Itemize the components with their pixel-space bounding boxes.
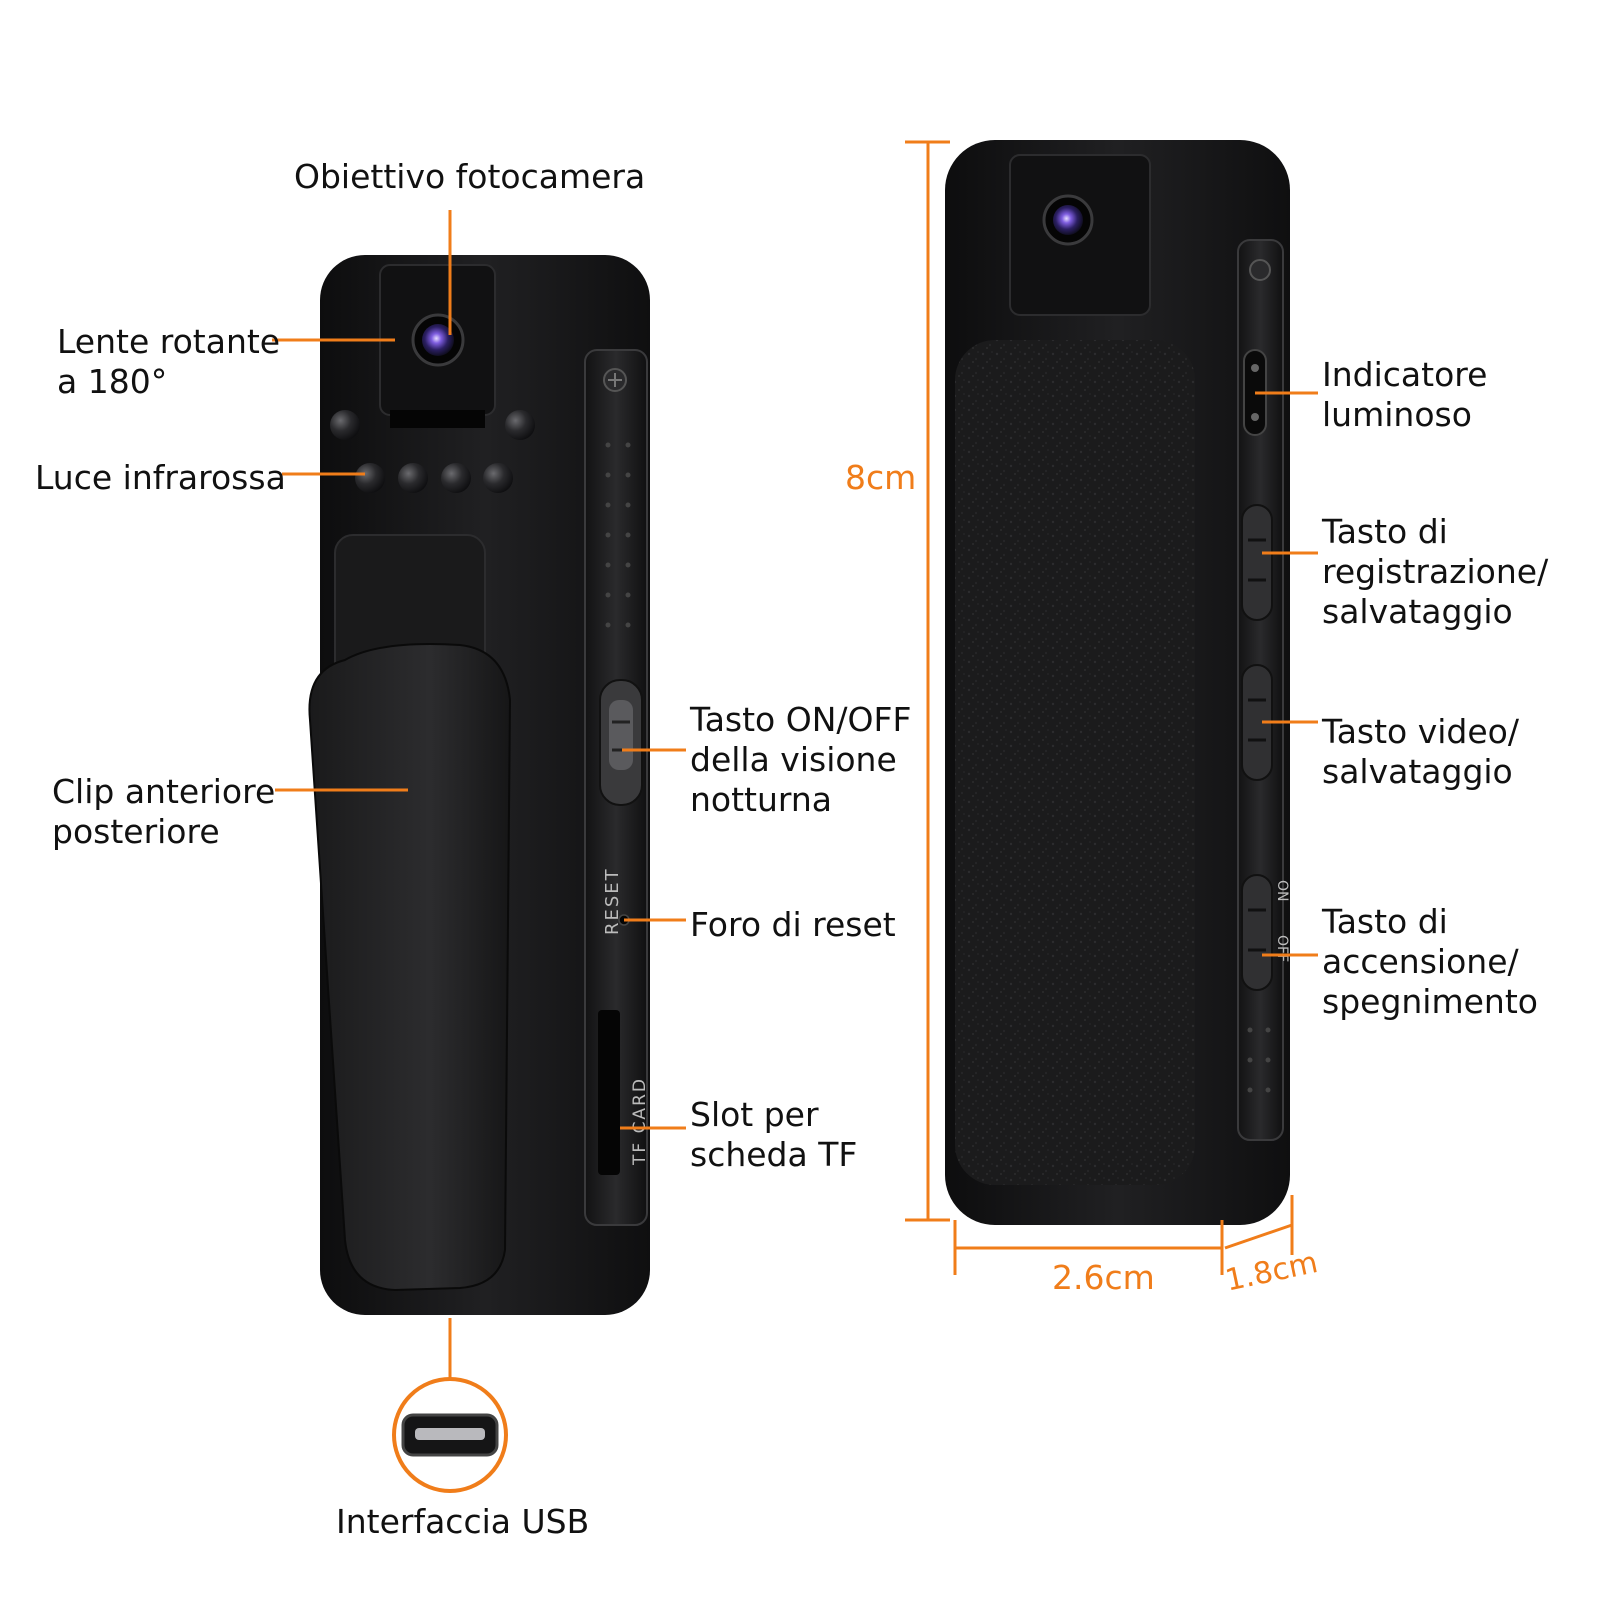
speaker-holes — [605, 442, 631, 628]
clip-body — [308, 643, 512, 1292]
height-dimension-ticks — [905, 140, 950, 1222]
label-clip: Clip anteriore posteriore — [52, 772, 276, 851]
record-button — [1241, 504, 1273, 621]
front-device — [308, 255, 650, 1315]
reset-marking: RESET — [602, 867, 623, 935]
tf-card-slot — [598, 1010, 620, 1175]
label-video-button: Tasto video/ salvataggio — [1322, 712, 1519, 791]
label-camera-lens: Obiettivo fotocamera — [294, 157, 646, 196]
width-dimension-ticks — [953, 1220, 1224, 1275]
label-tf-slot: Slot per scheda TF — [690, 1095, 858, 1174]
power-button — [1241, 874, 1273, 991]
label-indicator-light: Indicatore luminoso — [1322, 355, 1488, 434]
leather-back-panel — [955, 340, 1195, 1185]
back-screw-icon — [1249, 259, 1271, 281]
tf-card-marking: TF CARD — [630, 1077, 650, 1166]
front-camera-lens-icon — [422, 324, 454, 356]
off-marking: OFF — [1274, 935, 1290, 962]
dimension-width: 2.6cm — [1052, 1258, 1155, 1297]
label-rotating-lens: Lente rotante a 180° — [57, 322, 281, 401]
label-record-button: Tasto di registrazione/ salvataggio — [1322, 512, 1549, 631]
dimension-lines — [905, 140, 1294, 1275]
leader-lines — [272, 210, 1318, 1378]
on-marking: ON — [1274, 880, 1290, 902]
depth-dimension-line — [1224, 1223, 1293, 1250]
dimension-height: 8cm — [845, 458, 917, 497]
indicator-light-dot — [1251, 364, 1259, 372]
label-power-button: Tasto di accensione/ spegnimento — [1322, 902, 1538, 1021]
back-camera-lens-icon — [1053, 205, 1083, 235]
infrared-led-group — [330, 410, 535, 493]
back-mic-holes — [1247, 1027, 1271, 1093]
camera-hinge — [390, 410, 485, 428]
video-button-grip — [1248, 698, 1266, 742]
label-reset-hole: Foro di reset — [690, 905, 896, 944]
power-button-grip — [1248, 908, 1266, 952]
screw-slot — [608, 373, 622, 387]
label-night-vision-switch: Tasto ON/OFF della visione notturna — [690, 700, 912, 819]
back-device — [945, 140, 1290, 1225]
micro-usb-pin-bar — [415, 1428, 485, 1440]
label-usb-interface: Interfaccia USB — [336, 1502, 590, 1541]
indicator-light-dot-lower — [1251, 413, 1259, 421]
record-button-grip — [1248, 538, 1266, 582]
label-infrared-light: Luce infrarossa — [35, 458, 286, 497]
night-vision-switch-knob — [609, 700, 633, 770]
